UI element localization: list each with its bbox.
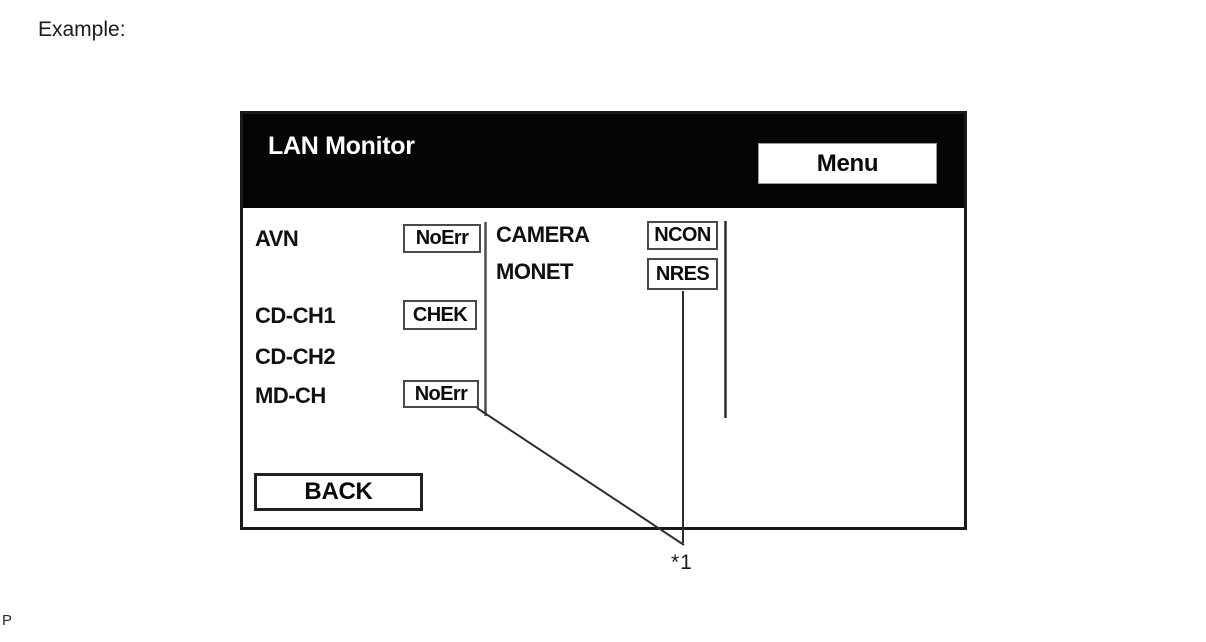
- status-box-cd-ch1: CHEK: [403, 300, 477, 330]
- status-box-md-ch: NoErr: [403, 380, 479, 408]
- device-label-camera: CAMERA: [496, 222, 590, 247]
- device-label-avn: AVN: [255, 226, 299, 251]
- page-text-fragment: P: [2, 612, 13, 629]
- example-caption: Example:: [38, 18, 126, 41]
- status-box-avn: NoErr: [403, 224, 481, 253]
- lan-monitor-screen: LAN Monitor Menu AVN NoErr CD-CH1 CHEK C…: [240, 111, 967, 530]
- device-label-md-ch: MD-CH: [255, 383, 326, 408]
- status-box-monet: NRES: [647, 258, 718, 290]
- back-button[interactable]: BACK: [254, 473, 423, 511]
- device-label-monet: MONET: [496, 259, 573, 284]
- screen-header: LAN Monitor Menu: [243, 114, 964, 208]
- screen-title: LAN Monitor: [268, 132, 415, 160]
- device-label-cd-ch2: CD-CH2: [255, 344, 336, 369]
- device-label-cd-ch1: CD-CH1: [255, 303, 336, 328]
- menu-button[interactable]: Menu: [758, 143, 937, 184]
- status-box-camera: NCON: [647, 221, 718, 250]
- footnote-marker: *1: [671, 551, 693, 574]
